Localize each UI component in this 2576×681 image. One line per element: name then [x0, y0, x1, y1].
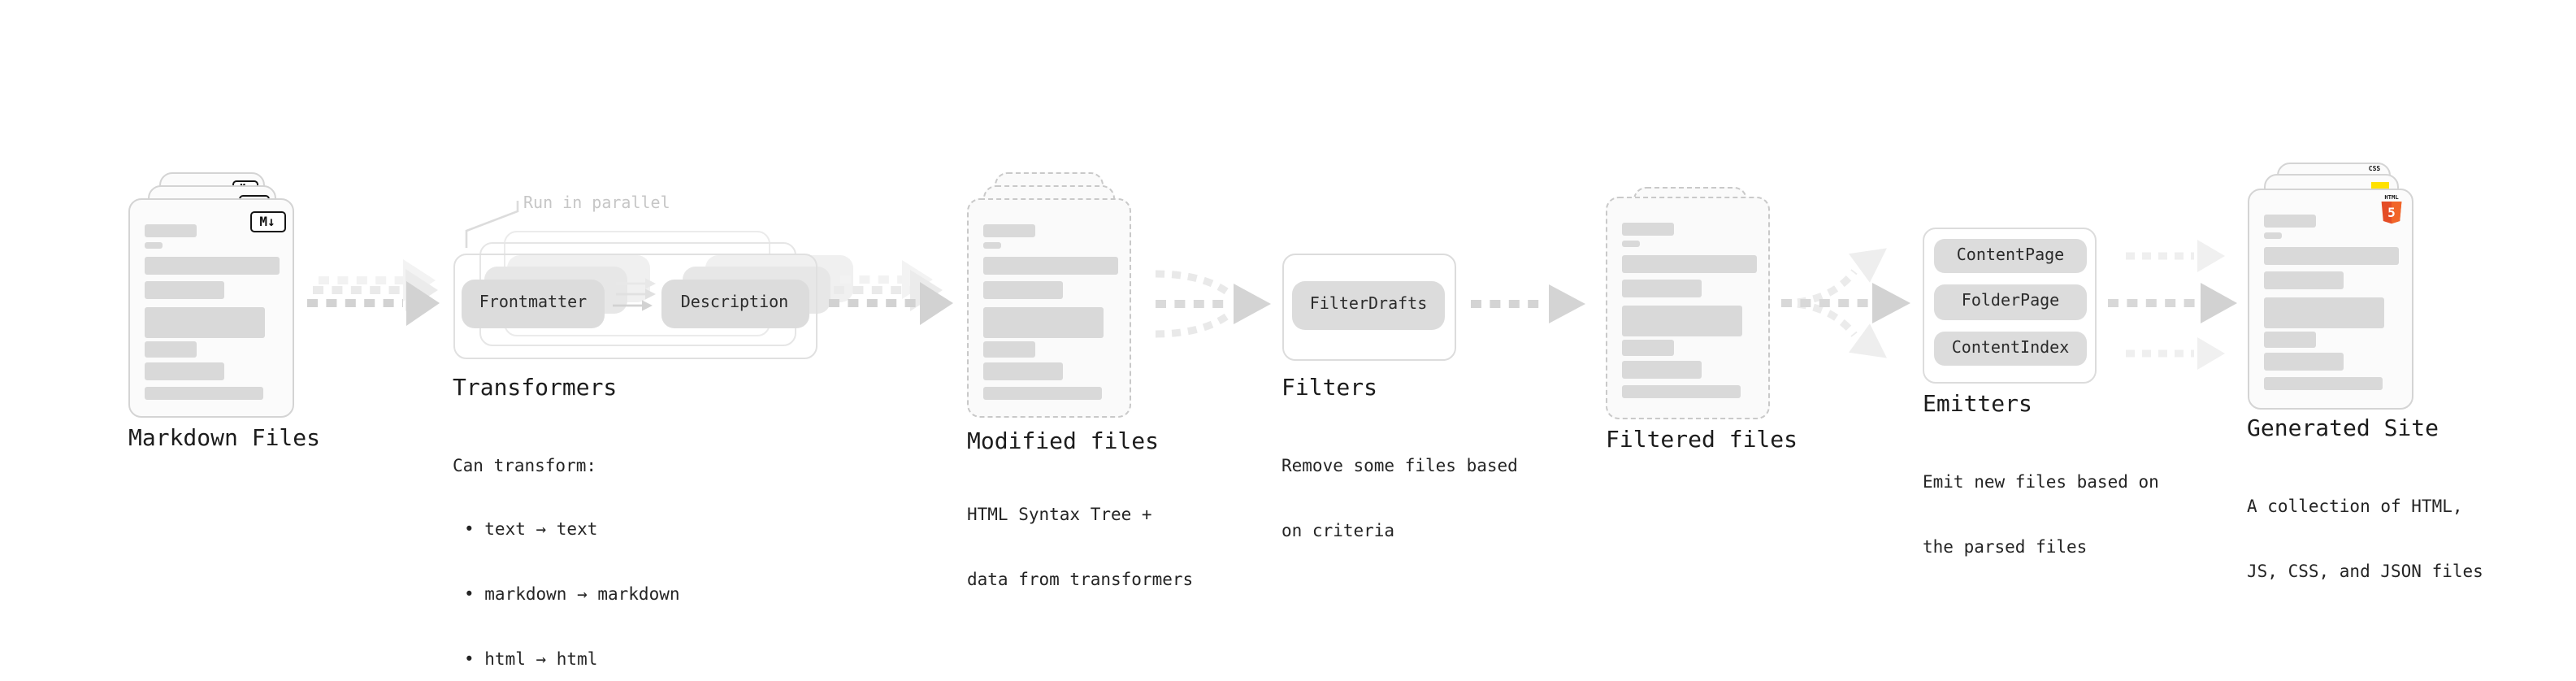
skeleton-line [983, 223, 1035, 236]
description-line: Can transform: [453, 456, 597, 476]
contentpage-pill: ContentPage [1934, 238, 2087, 273]
description-line: on criteria [1281, 521, 1395, 541]
arrow-filters-to-filtered [1471, 284, 1585, 323]
description-line: Emit new files based on [1923, 473, 2159, 493]
skeleton-line [1621, 223, 1673, 236]
skeleton-line [2263, 232, 2281, 239]
filtered-file-card [1605, 197, 1770, 419]
stage-label-generated-site: Generated Site [2247, 416, 2439, 442]
skeleton-line [145, 341, 197, 358]
modified-file-card [967, 197, 1131, 417]
stage-description-modified-files: HTML Syntax Tree + data from transformer… [967, 462, 1193, 635]
skeleton-line [983, 340, 1035, 357]
skeleton-line [983, 256, 1118, 274]
stage-label-modified-files: Modified files [967, 428, 1160, 454]
stage-label-markdown-files: Markdown Files [128, 425, 321, 451]
stage-description-emitters: Emit new files based on the parsed files [1923, 430, 2159, 603]
stage-label-transformers: Transformers [453, 375, 618, 401]
skeleton-line [145, 281, 224, 299]
description-line: data from transformers [967, 570, 1194, 590]
run-in-parallel-annotation: Run in parallel [523, 195, 670, 213]
frontmatter-pill: Frontmatter [462, 279, 605, 327]
skeleton-line [983, 386, 1102, 399]
svg-text:5: 5 [2387, 205, 2395, 220]
skeleton-line [2263, 247, 2398, 265]
description-line: • text → text [464, 520, 598, 540]
skeleton-line [2263, 332, 2315, 348]
stage-label-filtered-files: Filtered files [1606, 427, 1798, 453]
description-pill: Description [661, 279, 809, 327]
skeleton-line [983, 241, 1001, 248]
skeleton-line [145, 224, 197, 237]
stage-description-transformers: Can transform: • text → text • markdown … [453, 413, 680, 681]
css-badge-text: CSS [2368, 164, 2381, 172]
skeleton-line [983, 362, 1063, 380]
stage-description-generated-site: A collection of HTML, JS, CSS, and JSON … [2247, 454, 2483, 627]
description-line: • markdown → markdown [464, 585, 680, 605]
skeleton-line [2263, 271, 2343, 289]
skeleton-line [145, 307, 265, 338]
stage-description-filters: Remove some files based on criteria [1281, 414, 1518, 587]
skeleton-line [1621, 306, 1741, 336]
skeleton-line [1621, 241, 1639, 247]
skeleton-line [983, 280, 1063, 298]
filterdrafts-pill: FilterDrafts [1292, 280, 1445, 329]
site-file-card-front: HTML 5 [2247, 189, 2413, 409]
markdown-badge-icon: M↓ [249, 210, 285, 232]
skeleton-line [1621, 280, 1701, 297]
skeleton-line [1621, 361, 1701, 379]
description-line: Remove some files based [1281, 457, 1518, 477]
skeleton-line [2263, 353, 2343, 371]
skeleton-line [1621, 385, 1740, 398]
transformer-container-front [453, 253, 817, 359]
svg-text:HTML: HTML [2383, 193, 2398, 201]
html5-badge-icon: HTML 5 [2380, 193, 2401, 224]
arrow-markdown-to-transformers [307, 259, 440, 326]
contentindex-pill: ContentIndex [1934, 331, 2087, 366]
arrow-filtered-to-emitters [1780, 248, 1910, 358]
markdown-file-card-front: M↓ [128, 198, 294, 418]
description-line: • html → html [464, 650, 598, 670]
description-line: A collection of HTML, [2247, 497, 2463, 518]
skeleton-line [2263, 297, 2383, 328]
description-line: the parsed files [1923, 537, 2088, 557]
stage-label-emitters: Emitters [1923, 392, 2032, 418]
skeleton-line [2263, 377, 2382, 390]
skeleton-line [145, 257, 280, 275]
skeleton-line [2263, 215, 2315, 228]
stage-label-filters: Filters [1281, 375, 1378, 401]
arrow-emitters-to-generated [2108, 240, 2237, 370]
skeleton-line [145, 242, 163, 249]
skeleton-line [145, 387, 263, 400]
skeleton-line [1621, 340, 1673, 356]
skeleton-line [1621, 255, 1756, 273]
description-line: JS, CSS, and JSON files [2247, 562, 2483, 582]
folderpage-pill: FolderPage [1934, 284, 2087, 319]
arrow-modified-to-filters [1155, 270, 1271, 338]
skeleton-line [145, 362, 224, 380]
description-line: HTML Syntax Tree + [967, 505, 1152, 526]
skeleton-line [983, 306, 1104, 337]
